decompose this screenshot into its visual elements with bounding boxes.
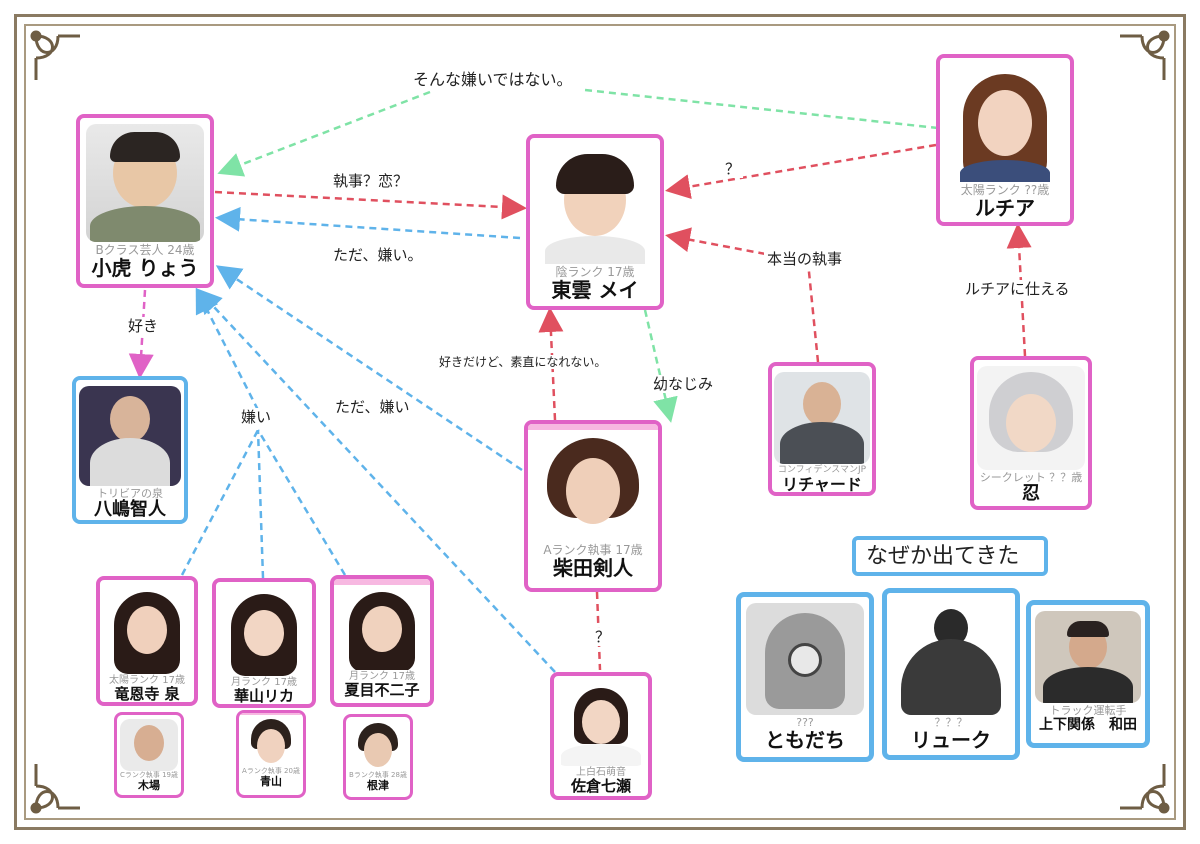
photo-tomodachi	[746, 603, 864, 715]
name-aoyama: 青山	[239, 776, 303, 789]
card-kiba[interactable]: Cランク執事 19歳 木場	[114, 712, 184, 798]
section-title: なぜか出てきた	[852, 536, 1048, 576]
card-shinobu[interactable]: シークレット ？？歳 忍	[970, 356, 1092, 510]
line-mei-kotora	[220, 218, 520, 238]
name-lucia: ルチア	[940, 197, 1070, 220]
label-like-but: 好きだけど、素直になれない。	[436, 355, 609, 369]
photo-yashima	[79, 386, 181, 486]
label-butler-love: 執事？恋？	[330, 172, 411, 190]
line-izumi-hate	[182, 430, 258, 575]
card-wada[interactable]: トラック運転手 上下関係 和田	[1026, 600, 1150, 748]
photo-nezu	[349, 721, 407, 771]
fujiko-top-bar	[330, 575, 434, 585]
line-hate-kotora	[198, 292, 258, 410]
photo-kotora	[86, 124, 204, 242]
label-just-hate2: ただ、嫌い	[332, 398, 413, 416]
photo-nanase	[556, 682, 646, 766]
line-lucia-kotora-2	[222, 92, 430, 172]
photo-aoyama	[242, 717, 300, 767]
card-yashima[interactable]: トリビアの泉 八嶋智人	[72, 376, 188, 524]
photo-shinobu	[977, 366, 1085, 470]
photo-fujiko	[336, 588, 428, 670]
card-aoyama[interactable]: Aランク執事 20歳 青山	[236, 710, 306, 798]
label-q-lucia-mei: ？	[722, 160, 743, 178]
label-real-butler: 本当の執事	[764, 250, 845, 268]
card-richard[interactable]: コンフィデンスマンJP リチャード	[768, 362, 876, 496]
name-kiba: 木場	[117, 780, 181, 793]
card-nezu[interactable]: Bランク執事 28歳 根津	[343, 714, 413, 800]
name-nezu: 根津	[346, 780, 410, 793]
label-q-kento-nanase: ？	[592, 628, 613, 646]
photo-wada	[1035, 611, 1141, 703]
role-wada: トラック運転手	[1031, 705, 1145, 717]
label-not-that-hate: そんな嫌いではない。	[410, 70, 576, 89]
name-wada: 上下関係 和田	[1031, 717, 1145, 733]
card-ryuk[interactable]: ？？？ リューク	[882, 588, 1020, 760]
name-shinobu: 忍	[974, 484, 1088, 505]
name-kento: 柴田剣人	[528, 557, 658, 580]
line-lucia-kotora	[585, 90, 938, 128]
name-nanase: 佐倉七瀬	[554, 778, 648, 795]
photo-ryuk	[892, 599, 1010, 715]
card-tomodachi[interactable]: ??? ともだち	[736, 592, 874, 762]
line-fujiko-hate	[258, 430, 345, 575]
label-hate: 嫌い	[238, 408, 274, 426]
name-richard: リチャード	[772, 476, 872, 494]
card-izumi[interactable]: 太陽ランク 17歳 竜恩寺 泉	[96, 576, 198, 706]
photo-lucia	[945, 64, 1065, 182]
name-mei: 東雲 メイ	[530, 279, 660, 302]
label-likes: 好き	[125, 317, 161, 335]
card-mei[interactable]: 陰ランク 17歳 東雲 メイ	[526, 134, 664, 310]
name-yashima: 八嶋智人	[76, 500, 184, 521]
card-rika[interactable]: 月ランク 17歳 華山リカ	[212, 578, 316, 708]
line-lucia-mei	[670, 145, 936, 190]
card-kento[interactable]: Aランク執事 17歳 柴田剣人	[524, 420, 662, 592]
photo-rika	[218, 588, 310, 676]
line-mei-kento	[645, 310, 670, 418]
line-rika-hate	[258, 430, 263, 578]
name-rika: 華山リカ	[216, 688, 312, 705]
label-childhood: 幼なじみ	[650, 375, 716, 393]
photo-richard	[774, 372, 870, 464]
photo-izumi	[102, 586, 192, 674]
label-serve-lucia: ルチアに仕える	[962, 280, 1073, 298]
card-kotora[interactable]: Bクラス芸人 24歳 小虎 りょう	[76, 114, 214, 288]
card-fujiko[interactable]: 月ランク 17歳 夏目不二子	[330, 575, 434, 707]
name-izumi: 竜恩寺 泉	[100, 686, 194, 703]
name-kotora: 小虎 りょう	[80, 257, 210, 280]
name-tomodachi: ともだち	[741, 729, 869, 752]
card-nanase[interactable]: 上白石萌音 佐倉七瀬	[550, 672, 652, 800]
photo-kento	[533, 434, 653, 542]
photo-kiba	[120, 719, 178, 771]
aoyama-top-bar	[236, 710, 306, 715]
label-just-hate: ただ、嫌い。	[330, 246, 426, 264]
kento-top-bar	[524, 420, 662, 430]
line-kotora-mei	[215, 192, 522, 208]
card-lucia[interactable]: 太陽ランク ??歳 ルチア	[936, 54, 1074, 226]
name-ryuk: リューク	[887, 729, 1015, 752]
name-fujiko: 夏目不二子	[334, 682, 430, 699]
photo-mei	[535, 144, 655, 264]
